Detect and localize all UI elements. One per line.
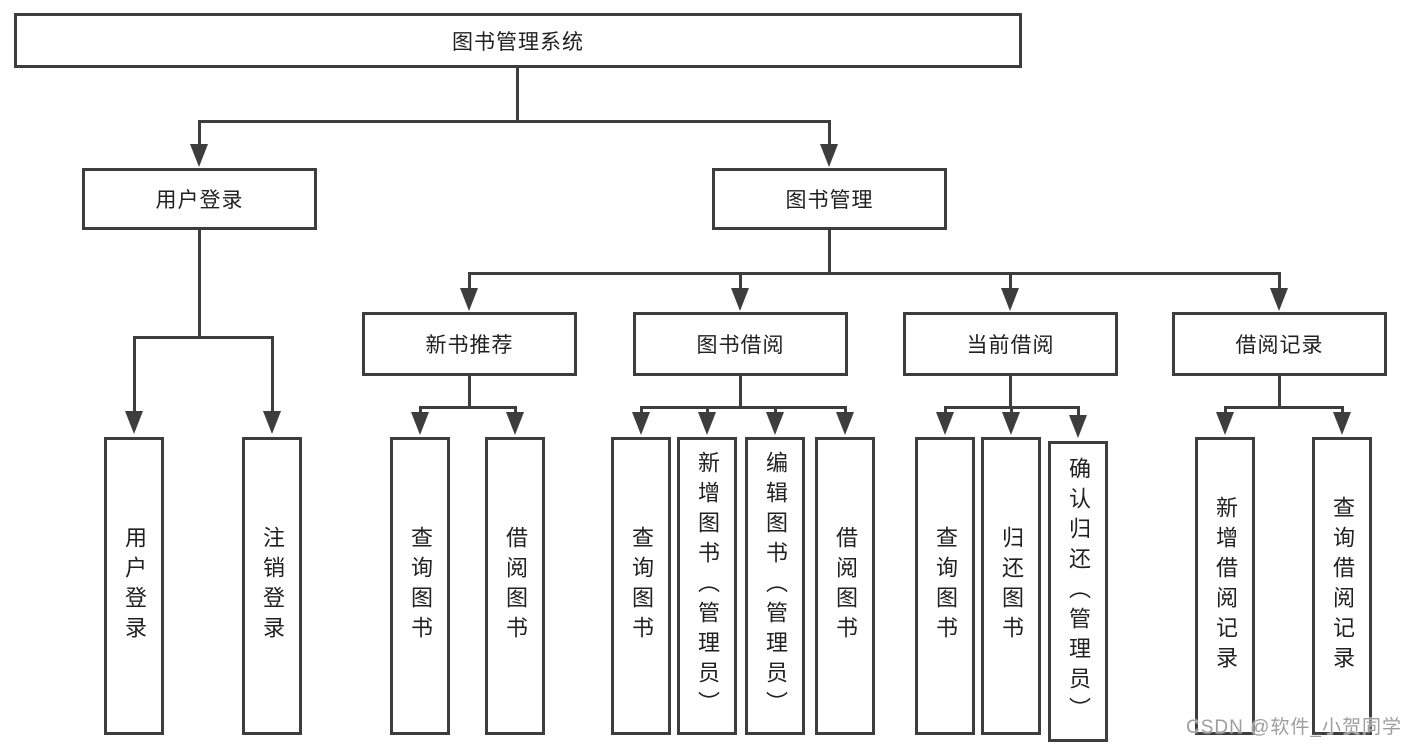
arrow-down-icon	[190, 144, 208, 167]
arrow-down-icon	[1069, 415, 1087, 438]
edge-drop-leaf	[271, 336, 274, 413]
edge-user-login-split-bar	[133, 336, 274, 339]
node-label: 图书借阅	[696, 334, 785, 357]
node-label: 图书管理	[785, 189, 874, 212]
leaf-label: 确认归还（管理员）	[1066, 456, 1091, 727]
node-label: 用户登录	[155, 189, 244, 212]
edge-drop-leaf	[640, 406, 643, 414]
leaf-label: 查询图书	[933, 526, 958, 646]
node-current-borrowing: 当前借阅	[903, 312, 1118, 376]
edge-book-management-split-bar	[468, 272, 1281, 275]
arrow-down-icon	[263, 411, 281, 434]
leaf-recommend-query-books: 查询图书	[390, 437, 450, 735]
edge-drop-module	[739, 272, 742, 291]
edge-book-borrow-stem	[739, 376, 742, 409]
leaf-borrowing-query-books: 查询图书	[611, 437, 671, 735]
node-borrow-records: 借阅记录	[1172, 312, 1387, 376]
leaf-borrowing-edit-book-admin: 编辑图书（管理员）	[745, 437, 805, 735]
edge-drop-module	[468, 272, 471, 291]
edge-drop-user-login	[198, 120, 201, 146]
node-label: 新书推荐	[425, 334, 514, 357]
edge-book-management-stem	[828, 230, 831, 275]
edge-current-borrow-stem	[1009, 376, 1012, 409]
edge-book-borrow-split-bar	[640, 406, 846, 409]
arrow-down-icon	[836, 412, 854, 435]
leaf-current-confirm-return-admin: 确认归还（管理员）	[1048, 441, 1108, 742]
leaf-user-login: 用户登录	[104, 437, 164, 735]
leaf-records-query-record: 查询借阅记录	[1312, 437, 1372, 735]
edge-drop-leaf	[1077, 406, 1080, 416]
leaf-current-query-books: 查询图书	[915, 437, 975, 735]
arrow-down-icon	[1002, 412, 1020, 435]
edge-drop-module	[1278, 272, 1281, 291]
edge-drop-leaf	[774, 406, 777, 414]
leaf-label: 查询借阅记录	[1330, 496, 1355, 676]
node-label: 借阅记录	[1235, 334, 1324, 357]
arrow-down-icon	[698, 412, 716, 435]
leaf-label: 查询图书	[408, 526, 433, 646]
edge-new-book-stem	[468, 376, 471, 409]
edge-drop-leaf	[1224, 406, 1227, 414]
edge-drop-module	[1009, 272, 1012, 291]
leaf-records-add-record: 新增借阅记录	[1195, 437, 1255, 735]
leaf-recommend-borrow-books: 借阅图书	[485, 437, 545, 735]
arrow-down-icon	[1001, 288, 1019, 311]
leaf-logout: 注销登录	[242, 437, 302, 735]
leaf-label: 归还图书	[999, 526, 1024, 646]
leaf-label: 新增图书（管理员）	[695, 451, 720, 721]
edge-root-split-bar	[198, 120, 831, 123]
arrow-down-icon	[1333, 412, 1351, 435]
leaf-label: 用户登录	[122, 526, 147, 646]
leaf-label: 新增借阅记录	[1213, 496, 1238, 676]
edge-drop-leaf	[706, 406, 709, 414]
node-book-management: 图书管理	[712, 168, 947, 230]
csdn-watermark: CSDN @软件_小贺同学	[1186, 717, 1402, 738]
arrow-down-icon	[1270, 288, 1288, 311]
arrow-down-icon	[820, 144, 838, 167]
edge-drop-leaf	[419, 406, 422, 414]
edge-drop-leaf	[1341, 406, 1344, 414]
arrow-down-icon	[460, 288, 478, 311]
edge-borrow-records-split-bar	[1224, 406, 1343, 409]
node-new-book-recommend: 新书推荐	[362, 312, 577, 376]
arrow-down-icon	[125, 411, 143, 434]
edge-drop-leaf	[514, 406, 517, 414]
arrow-down-icon	[766, 412, 784, 435]
leaf-label: 查询图书	[629, 526, 654, 646]
edge-root-stem	[516, 68, 519, 123]
leaf-label: 借阅图书	[503, 526, 528, 646]
arrow-down-icon	[1216, 412, 1234, 435]
edge-drop-leaf	[1010, 406, 1013, 414]
node-user-login-branch: 用户登录	[82, 168, 317, 230]
edge-drop-leaf	[133, 336, 136, 413]
edge-drop-leaf	[944, 406, 947, 414]
arrow-down-icon	[411, 412, 429, 435]
node-book-borrowing: 图书借阅	[633, 312, 848, 376]
arrow-down-icon	[731, 288, 749, 311]
node-label: 图书管理系统	[452, 30, 584, 54]
leaf-current-return-books: 归还图书	[981, 437, 1041, 735]
arrow-down-icon	[506, 412, 524, 435]
leaf-label: 注销登录	[260, 526, 285, 646]
edge-borrow-records-stem	[1278, 376, 1281, 409]
arrow-down-icon	[936, 412, 954, 435]
edge-drop-book-management	[828, 120, 831, 146]
node-root-system: 图书管理系统	[14, 13, 1022, 68]
edge-new-book-split-bar	[419, 406, 516, 409]
edge-drop-leaf	[844, 406, 847, 414]
edge-user-login-stem	[198, 230, 201, 339]
node-label: 当前借阅	[966, 334, 1055, 357]
leaf-label: 编辑图书（管理员）	[763, 451, 788, 721]
arrow-down-icon	[632, 412, 650, 435]
leaf-borrowing-borrow-books: 借阅图书	[815, 437, 875, 735]
leaf-borrowing-add-book-admin: 新增图书（管理员）	[677, 437, 737, 735]
leaf-label: 借阅图书	[833, 526, 858, 646]
